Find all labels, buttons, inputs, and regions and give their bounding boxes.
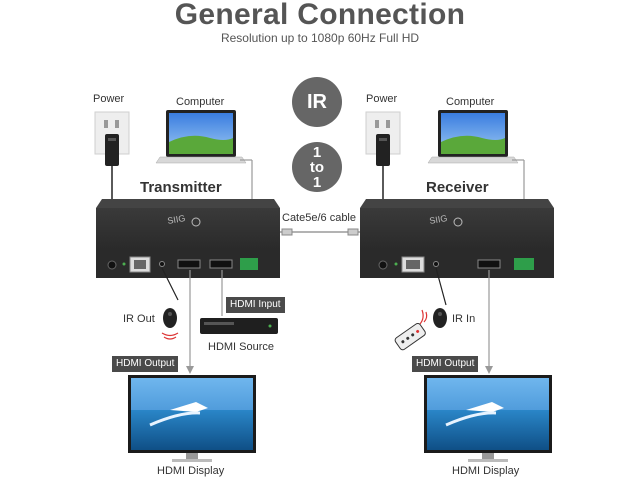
ir-in-label: IR In (452, 313, 475, 325)
rx-hdmi-output-tag: HDMI Output (412, 356, 478, 372)
one-to-one-mid: to (292, 160, 342, 175)
transmitter-heading: Transmitter (140, 179, 222, 196)
receiver-heading: Receiver (426, 179, 489, 196)
ir-badge-text: IR (307, 91, 327, 113)
tx-display-label: HDMI Display (157, 465, 224, 477)
tx-computer-label: Computer (176, 96, 224, 108)
ir-badge: IR (292, 77, 342, 127)
hdmi-source-device (200, 318, 278, 334)
remote-control-icon (394, 322, 427, 351)
laptop-icon-rx (428, 110, 518, 163)
tx-hdmi-output-tag: HDMI Output (112, 356, 178, 372)
one-to-one-top: 1 (292, 145, 342, 160)
transmitter-device: SIIG (96, 199, 280, 278)
hdmi-source-label: HDMI Source (208, 341, 274, 353)
hdmi-input-tag: HDMI Input (226, 297, 285, 313)
power-outlet-icon-tx (95, 112, 129, 166)
one-to-one-badge: 1 to 1 (292, 142, 342, 192)
cable-label: Cate5e/6 cable (282, 212, 356, 224)
power-outlet-icon-rx (366, 112, 400, 166)
rx-display-label: HDMI Display (452, 465, 519, 477)
rx-power-label: Power (366, 93, 397, 105)
hdmi-display-icon-rx (424, 375, 552, 462)
receiver-device: SIIG (360, 199, 554, 278)
tx-power-label: Power (93, 93, 124, 105)
ir-emitter-icon (162, 308, 178, 339)
network-cable (280, 229, 360, 235)
hdmi-display-icon-tx (128, 375, 256, 462)
ir-out-label: IR Out (123, 313, 155, 325)
rx-computer-label: Computer (446, 96, 494, 108)
one-to-one-bottom: 1 (292, 175, 342, 190)
laptop-icon-tx (156, 110, 246, 163)
ir-receiver-icon (420, 308, 447, 328)
